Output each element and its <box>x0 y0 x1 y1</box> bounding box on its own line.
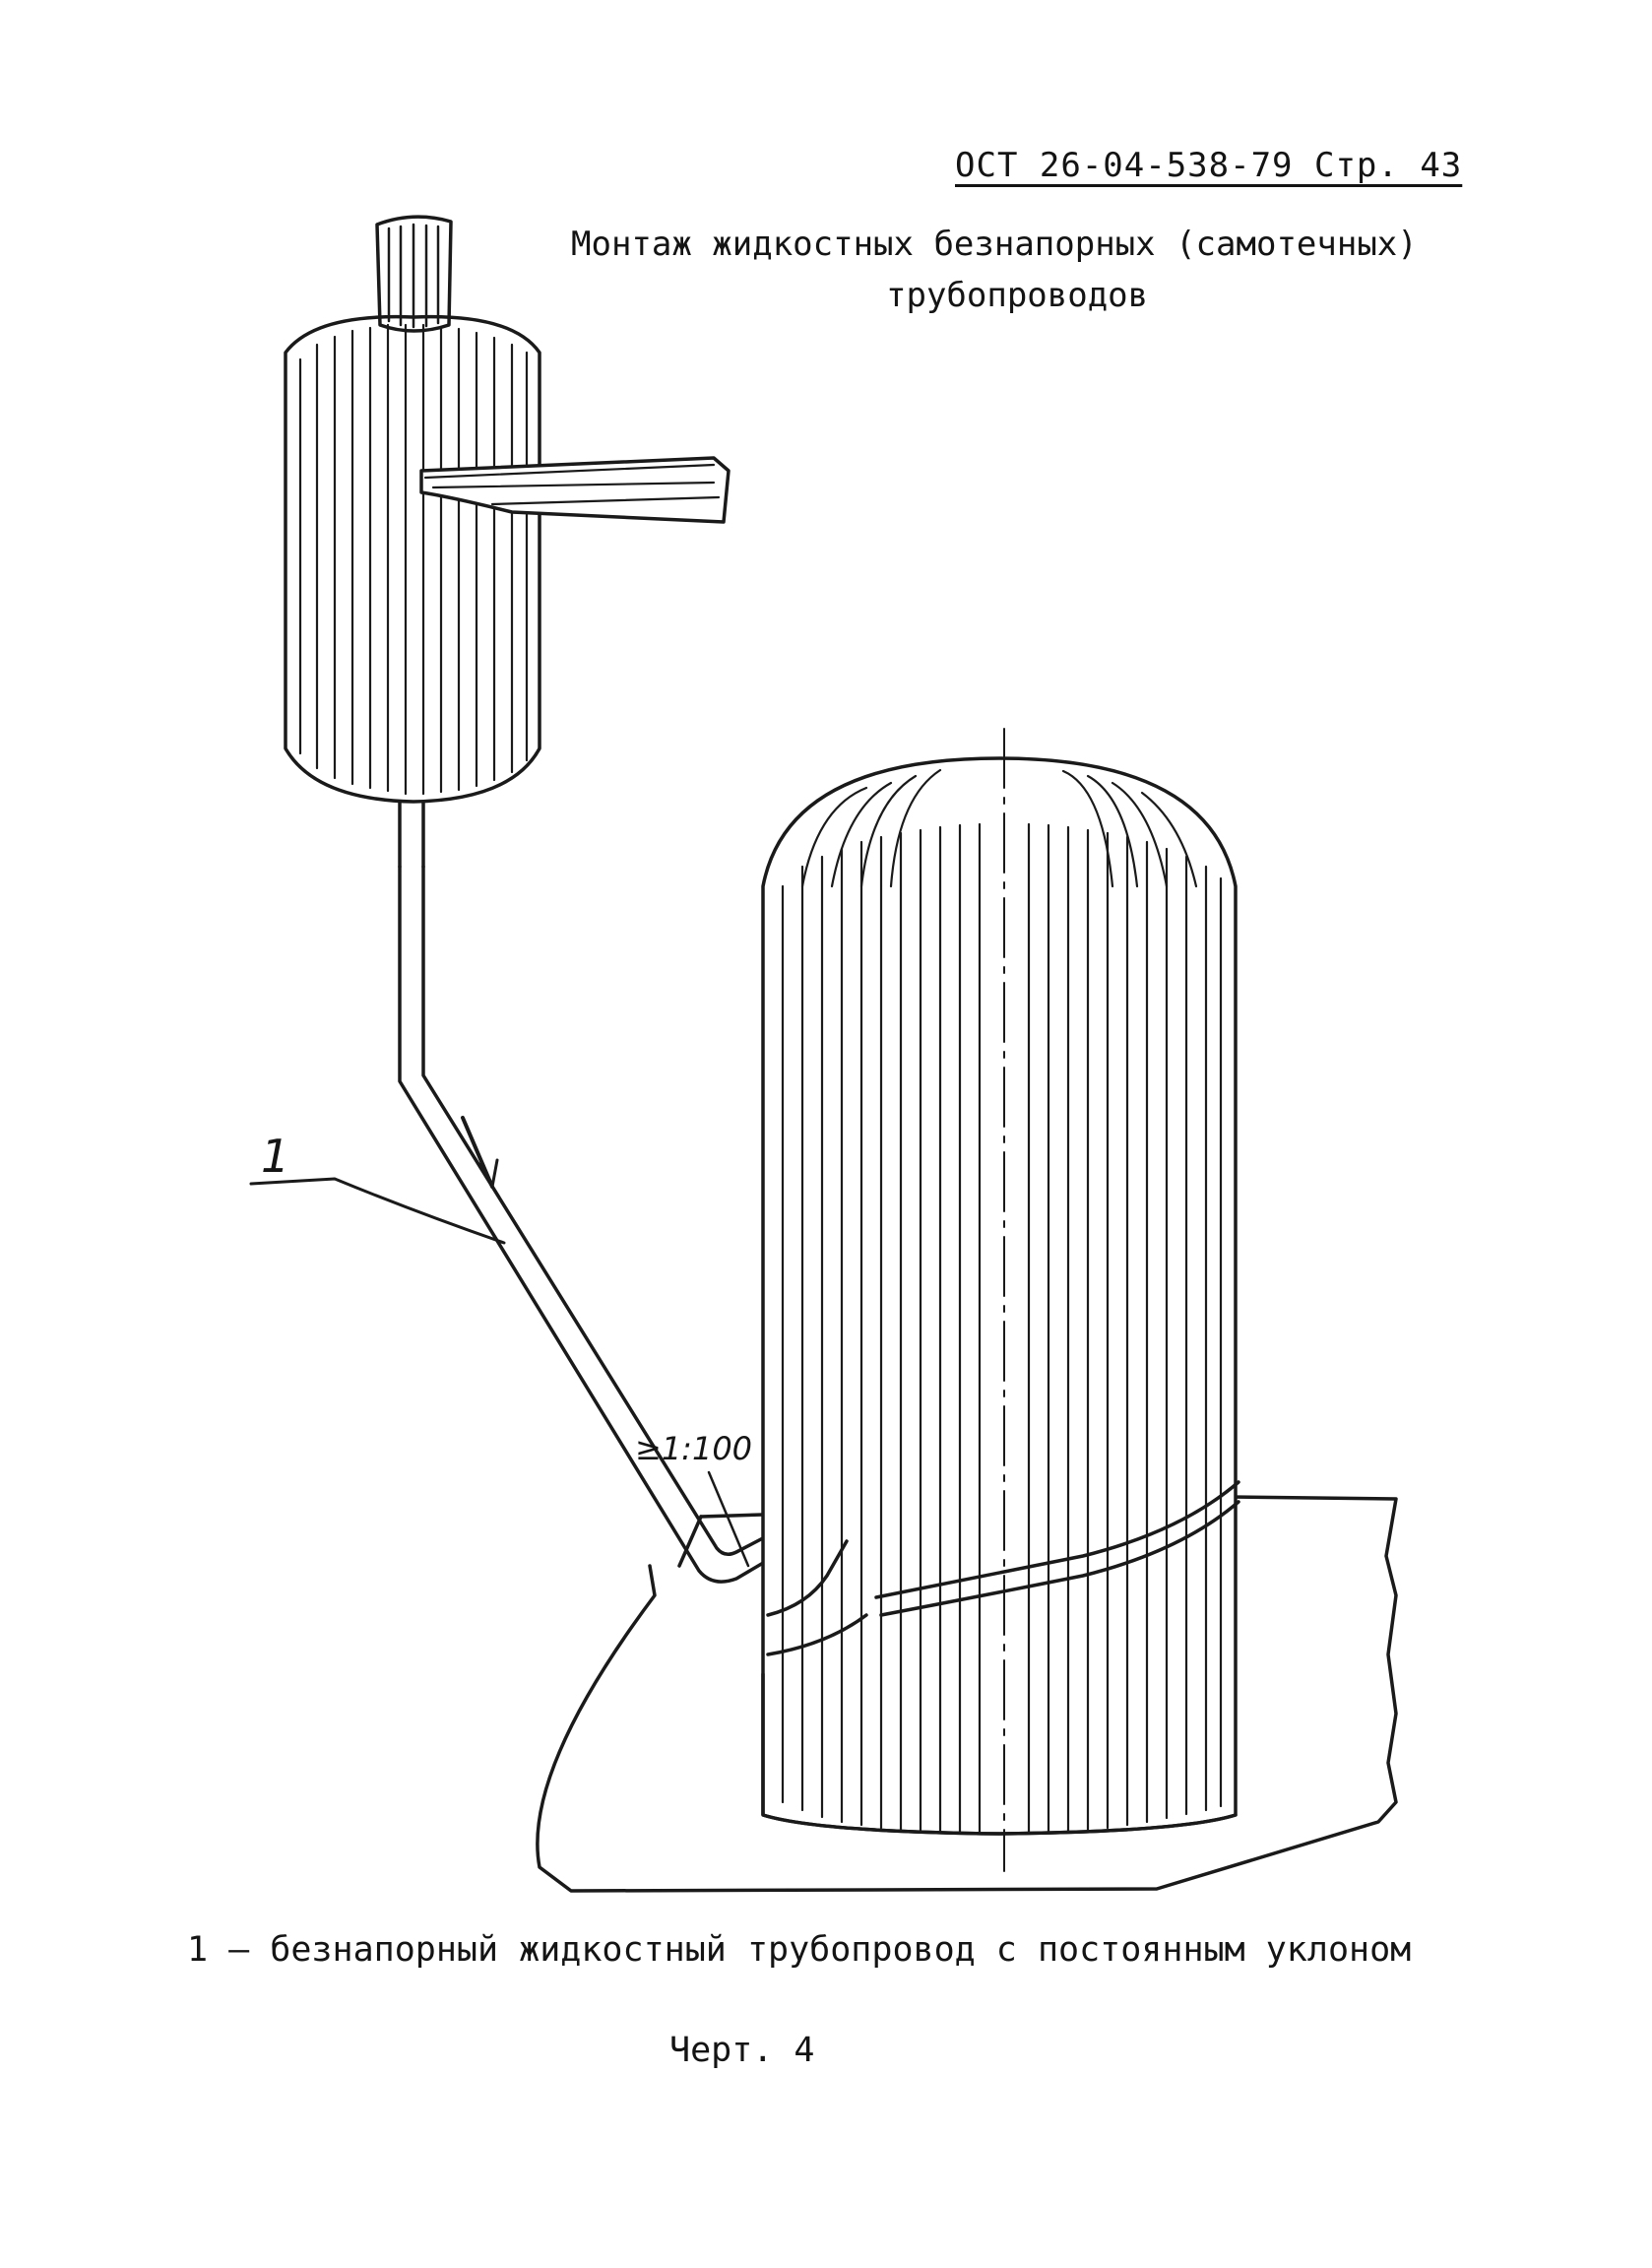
page-title-line2: трубопроводов <box>886 276 1149 315</box>
floor-slab <box>536 1495 1398 1893</box>
drain-pipeline <box>398 865 834 1584</box>
document-header: ОСТ 26-04-538-79 Стр. 43 <box>955 146 1463 185</box>
callout-1-label: 1 <box>261 1130 289 1183</box>
figure-number: Черт. 4 <box>669 2031 815 2070</box>
figure-caption: 1 – безнапорный жидкостный трубопровод с… <box>187 1930 1412 1970</box>
page-title-line1: Монтаж жидкостных безнапорных (самотечны… <box>571 225 1418 264</box>
callout-1-leader: 1 <box>249 1130 506 1245</box>
storage-tank <box>761 728 1240 1872</box>
slope-annotation: ≥1:100 <box>635 1430 752 1568</box>
slope-label: ≥1:100 <box>635 1430 752 1467</box>
upper-vessel <box>284 215 731 869</box>
